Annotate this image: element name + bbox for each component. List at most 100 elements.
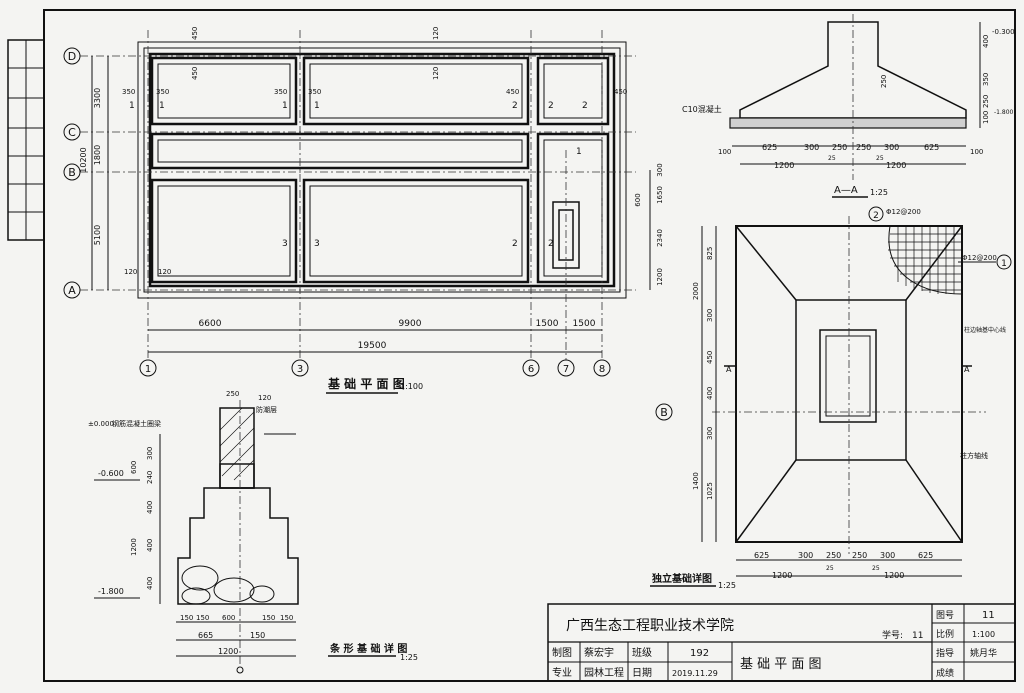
axis-row-c: C <box>68 126 76 139</box>
major-label: 专业 <box>552 666 572 679</box>
sectionaa-dim-right-3: 100 <box>982 111 990 124</box>
strip-level-2: -1.800 <box>98 587 124 596</box>
wall-dim: 120 <box>124 268 137 276</box>
student-no: 11 <box>912 631 923 641</box>
iso-dim-left-2: 300 <box>706 309 714 322</box>
wall-dim: 350 <box>274 88 287 96</box>
section-mark: 2 <box>512 101 518 111</box>
drawing-title: 基 础 平 面 图 <box>740 657 822 672</box>
dim-bottom-total: 19500 <box>358 341 387 351</box>
strip-scale: 1:25 <box>400 653 418 662</box>
dim-right-1650: 1650 <box>656 186 664 204</box>
section-mark: 1 <box>576 147 582 157</box>
wall-dim: 450 <box>506 88 519 96</box>
axis-row-d: D <box>68 50 76 63</box>
strip-dim-b0: 150 <box>180 614 193 622</box>
axis-row-a: A <box>68 284 76 297</box>
iso-dim-left-1: 825 <box>706 247 714 260</box>
sectionaa-dim-b7: 100 <box>970 148 983 156</box>
sectionaa-dim-right-1: 350 <box>982 73 990 86</box>
iso-scale: 1:25 <box>718 581 736 590</box>
sheet-border <box>43 9 1016 682</box>
strip-label-beam: 钢筋混凝土圈梁 <box>112 419 161 428</box>
strip-dim-left-4: 1200 <box>130 538 138 556</box>
wall-dim: 350 <box>308 88 321 96</box>
axis-col-3: 3 <box>297 364 303 375</box>
advisor-name: 姚月华 <box>970 647 997 659</box>
rebar-callout-2 <box>868 206 884 222</box>
section-mark: 2 <box>548 239 554 249</box>
iso-dim-s1: 25 <box>826 565 834 572</box>
dim-right-600: 600 <box>634 193 642 206</box>
iso-dim-b1: 300 <box>798 551 813 560</box>
rebar-mark-1: 1 <box>1001 259 1007 269</box>
sectionaa-level: -0.300 <box>992 28 1015 36</box>
isolated-footing-plan <box>701 216 986 577</box>
strip-dim-left-2: 240 <box>146 471 154 484</box>
sectionaa-dim-b3: 250 <box>832 143 847 152</box>
strip-dim-b2: 600 <box>222 614 235 622</box>
sectionaa-dim-s2: 25 <box>876 155 884 162</box>
strip-dim-left-6: 400 <box>146 577 154 590</box>
major-value: 园林工程 <box>584 666 624 679</box>
sectionaa-dim-right-0: 400 <box>982 35 990 48</box>
axis-row-b: B <box>68 166 76 179</box>
sectionaa-dim-b4: 250 <box>856 143 871 152</box>
rebar-label-1: Φ12@200 <box>962 254 997 262</box>
sectionaa-dim-right-2: 250 <box>982 95 990 108</box>
sectionaa-scale: 1:25 <box>870 188 888 197</box>
date-label: 日期 <box>632 667 652 679</box>
section-mark: 3 <box>282 239 288 249</box>
section-mark: 2 <box>548 101 554 111</box>
sectionaa-title: A—A <box>834 185 858 196</box>
sectionaa-dim-b0: 100 <box>718 148 731 156</box>
scale-label: 比例 <box>936 628 954 640</box>
foundation-plan <box>80 30 651 360</box>
strip-title: 条 形 基 础 详 图 <box>329 642 407 655</box>
wall-dim: 450 <box>614 88 627 96</box>
section-mark: 1 <box>282 101 288 111</box>
axis-col-8: 8 <box>599 364 605 375</box>
note-axis: 柱方轴线 <box>960 451 988 460</box>
sectionaa-dim-b2: 300 <box>804 143 819 152</box>
iso-dim-b2: 250 <box>826 551 841 560</box>
dim-bottom-1500a: 1500 <box>536 319 559 329</box>
strip-dim-b1: 150 <box>196 614 209 622</box>
dim-left-total: 10200 <box>79 147 88 172</box>
strip-dim-b2-1: 150 <box>250 631 265 640</box>
iso-dim-left-total: 2000 <box>692 282 700 300</box>
wall-dim: 120 <box>432 27 440 40</box>
title-block <box>547 603 1016 682</box>
iso-dim-b3: 250 <box>852 551 867 560</box>
iso-dim-s0: 1200 <box>772 571 792 580</box>
strip-dim-b4: 150 <box>280 614 293 622</box>
section-mark: 1 <box>314 101 320 111</box>
plan-title: 基 础 平 面 图 <box>327 376 405 391</box>
dim-left-5100: 5100 <box>93 225 102 245</box>
class-label: 班级 <box>632 647 652 659</box>
section-mark: 2 <box>582 101 588 111</box>
sectionaa-concrete-label: C10混凝土 <box>682 104 722 114</box>
date-value: 2019.11.29 <box>672 669 718 678</box>
iso-axis-b <box>655 403 673 421</box>
iso-dim-s3: 1200 <box>884 571 904 580</box>
iso-dim-b0: 625 <box>754 551 769 560</box>
rebar-mark-2: 2 <box>873 211 879 221</box>
strip-dim-b2-0: 665 <box>198 631 213 640</box>
wall-dim: 450 <box>191 67 199 80</box>
dim-right-1200: 1200 <box>656 268 664 286</box>
student-no-label: 学号: <box>882 629 903 641</box>
sectionaa-dim-s0: 1200 <box>774 161 794 170</box>
strip-dim-left-1: 600 <box>130 461 138 474</box>
strip-dim-total: 1200 <box>218 647 238 656</box>
rebar-callout-1 <box>996 254 1012 270</box>
wall-dim: 120 <box>432 67 440 80</box>
iso-dim-left-5: 300 <box>706 427 714 440</box>
dim-right-2340: 2340 <box>656 229 664 247</box>
sheet-no-label: 图号 <box>936 610 954 621</box>
plan-axis-bubbles <box>63 47 611 377</box>
sectionaa-dim-s1: 25 <box>828 155 836 162</box>
strip-dim-top-250: 250 <box>226 390 239 398</box>
iso-dim-b4: 300 <box>880 551 895 560</box>
